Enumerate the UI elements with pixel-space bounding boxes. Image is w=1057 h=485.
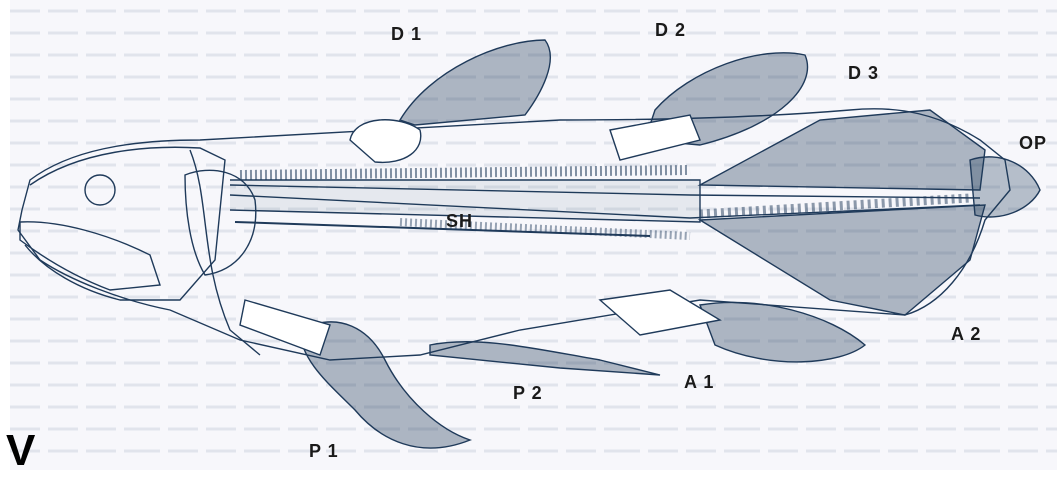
label-d3: D 3	[848, 63, 879, 84]
label-d1: D 1	[391, 24, 422, 45]
label-p1: P 1	[309, 441, 339, 462]
label-p2: P 2	[513, 383, 543, 404]
panel-letter: V	[6, 426, 35, 476]
label-a2: A 2	[951, 324, 981, 345]
label-op: OP	[1019, 133, 1047, 154]
label-sh: SH	[446, 211, 473, 232]
label-a1: A 1	[684, 372, 714, 393]
label-d2: D 2	[655, 20, 686, 41]
